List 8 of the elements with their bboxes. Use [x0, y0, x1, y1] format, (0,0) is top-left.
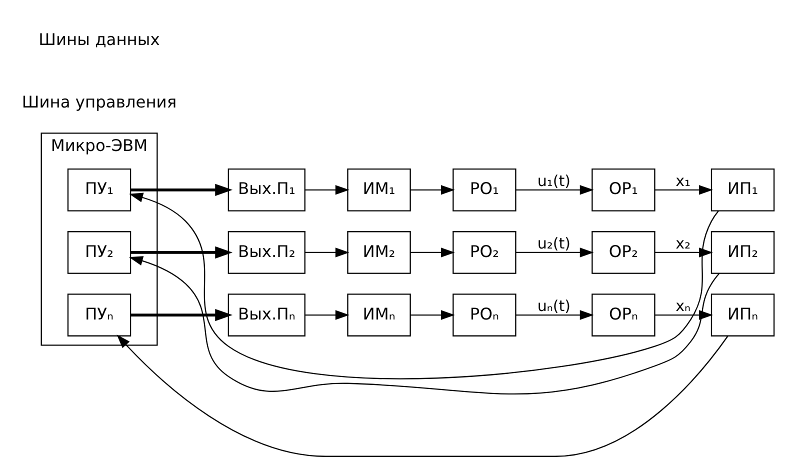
- edge-label: uₙ(t): [537, 296, 571, 314]
- edge-label: x₁: [676, 171, 691, 190]
- label: Шины данных: [38, 29, 160, 48]
- edge-label: x₂: [676, 234, 691, 252]
- label: Шина управления: [22, 92, 177, 111]
- edge-label: u₂(t): [537, 234, 571, 252]
- edge-label: xₙ: [676, 296, 691, 314]
- edge-label: u₁(t): [537, 171, 571, 190]
